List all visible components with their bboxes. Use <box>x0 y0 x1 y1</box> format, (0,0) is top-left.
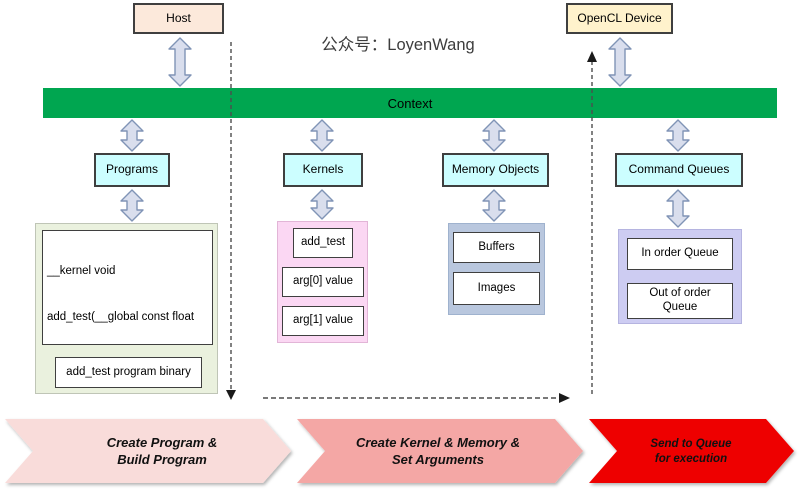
host-box: Host <box>133 3 224 34</box>
kernel-name-box: add_test <box>293 228 353 258</box>
step2-chevron <box>297 419 583 483</box>
memory-objects-box: Memory Objects <box>442 153 549 187</box>
code-line: __kernel void <box>47 265 116 278</box>
double-arrow-icon <box>482 189 506 222</box>
command-queues-box: Command Queues <box>615 153 743 187</box>
step3-line1: Send to Queue <box>650 438 732 450</box>
step2-line2: Set Arguments <box>392 452 484 467</box>
step2-line1: Create Kernel & Memory & <box>356 435 520 450</box>
connector-group <box>120 37 690 228</box>
step1-chevron <box>5 419 291 483</box>
opencl-device-box: OpenCL Device <box>566 3 673 34</box>
double-arrow-icon <box>310 119 334 152</box>
double-arrow-icon <box>120 119 144 152</box>
double-arrow-icon <box>608 37 632 87</box>
kernels-box: Kernels <box>283 153 363 187</box>
kernel-source-code: __kernel void add_test(__global const fl… <box>42 230 213 345</box>
double-arrow-icon <box>120 189 144 222</box>
steps-group <box>5 419 794 483</box>
double-arrow-icon <box>482 119 506 152</box>
in-order-queue-box: In order Queue <box>627 238 733 270</box>
kernel-arg0-box: arg[0] value <box>282 267 364 297</box>
step1-label: Create Program & Build Program <box>57 434 267 468</box>
double-arrow-icon <box>666 189 690 228</box>
step2-label: Create Kernel & Memory & Set Arguments <box>333 434 543 468</box>
step3-label: Send to Queue for execution <box>611 437 771 467</box>
programs-box: Programs <box>94 153 170 187</box>
up-arrowhead-icon <box>587 51 597 62</box>
images-box: Images <box>453 272 540 305</box>
context-bar: Context <box>43 88 777 118</box>
step3-chevron <box>589 419 794 483</box>
step1-line2: Build Program <box>117 452 207 467</box>
double-arrow-icon <box>666 119 690 152</box>
buffers-box: Buffers <box>453 232 540 263</box>
down-arrowhead-icon <box>226 390 236 400</box>
double-arrow-icon <box>168 37 192 87</box>
flow-lines-group <box>226 42 597 403</box>
double-arrow-icon <box>310 189 334 220</box>
watermark-title: 公众号：LoyenWang <box>321 36 475 54</box>
kernel-arg1-box: arg[1] value <box>282 306 364 336</box>
program-binary-box: add_test program binary <box>55 357 202 388</box>
right-arrowhead-icon <box>559 393 570 403</box>
context-label: Context <box>387 95 433 111</box>
step3-line2: for execution <box>654 453 728 465</box>
code-line: add_test(__global const float <box>47 311 195 324</box>
step1-line1: Create Program & <box>106 435 218 450</box>
out-of-order-queue-box: Out of order Queue <box>627 283 733 319</box>
